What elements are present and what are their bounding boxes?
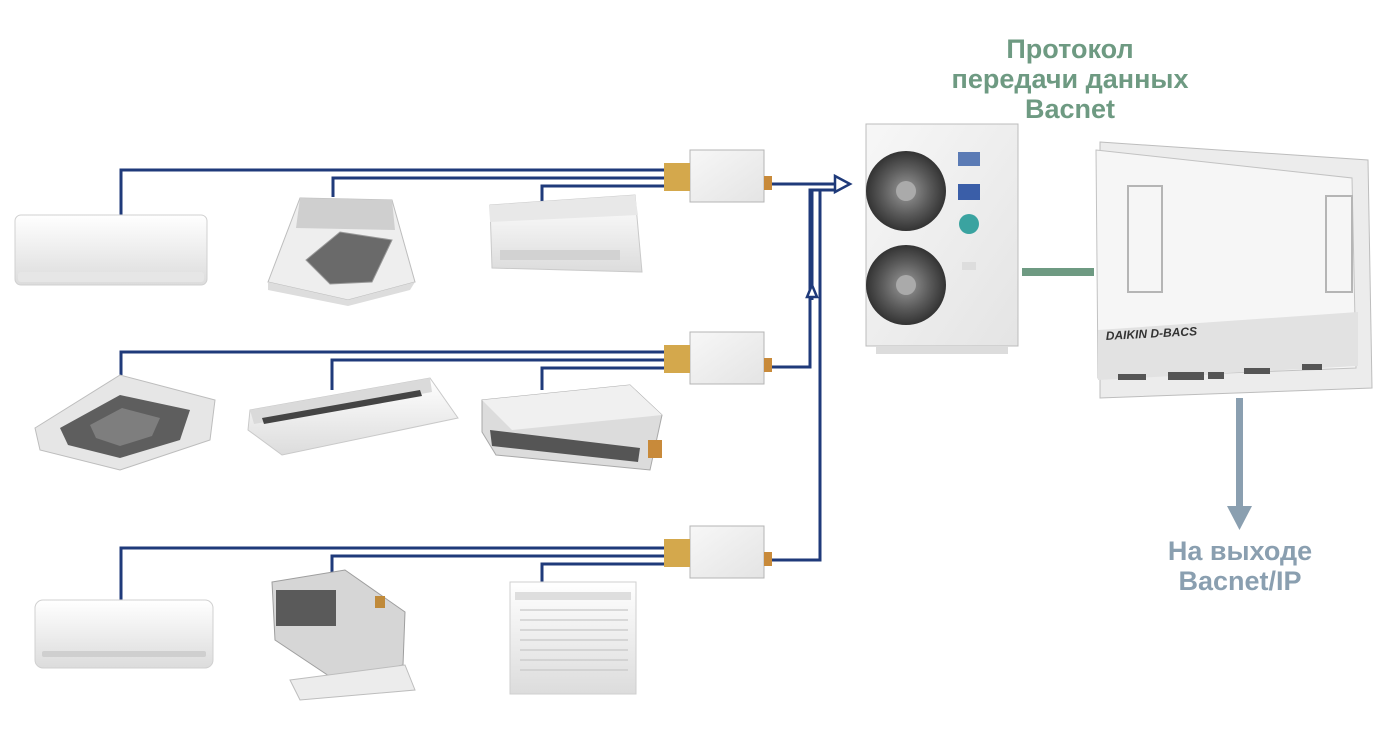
ceiling-suspended-icon: [247, 377, 459, 456]
protocol-label-line-2: передачи данных: [951, 64, 1189, 95]
piping: [119, 168, 835, 602]
output-label-line-2: Bacnet/IP: [1178, 566, 1302, 597]
wall-split-icon: [14, 214, 208, 286]
cassette-icon: [267, 197, 416, 306]
ducted-icon: [481, 384, 663, 471]
branch-selector-icon: [664, 525, 772, 579]
flow-arrow-right-icon: [833, 173, 853, 195]
bacnet-interface-icon: DAIKIN D-BACS: [1095, 141, 1373, 399]
output-label-line-1: На выходе: [1167, 536, 1313, 566]
outdoor-unit-icon: [865, 123, 1019, 354]
output-arrow-icon: [1227, 398, 1252, 530]
floor-ceiling-icon: [489, 194, 643, 273]
wall-split-icon: [34, 599, 214, 669]
protocol-label: Протокол передачи данных Bacnet: [930, 34, 1210, 125]
flow-arrows: [805, 173, 853, 299]
branch-selector-icon: [664, 149, 772, 203]
protocol-label-line-1: Протокол: [1006, 34, 1134, 64]
branch-selector-icon: [664, 331, 772, 385]
cassette-icon: [34, 374, 216, 471]
bacnet-protocol-link: [1022, 268, 1094, 276]
output-label: На выходе Bacnet/IP: [1140, 536, 1340, 596]
floor-standing-icon: [509, 581, 637, 695]
ducted-icon: [271, 569, 416, 701]
flow-arrow-up-icon: [805, 281, 819, 299]
controller-brand: DAIKIN D-BACS: [1105, 324, 1197, 343]
protocol-label-line-3: Bacnet: [1024, 94, 1116, 125]
